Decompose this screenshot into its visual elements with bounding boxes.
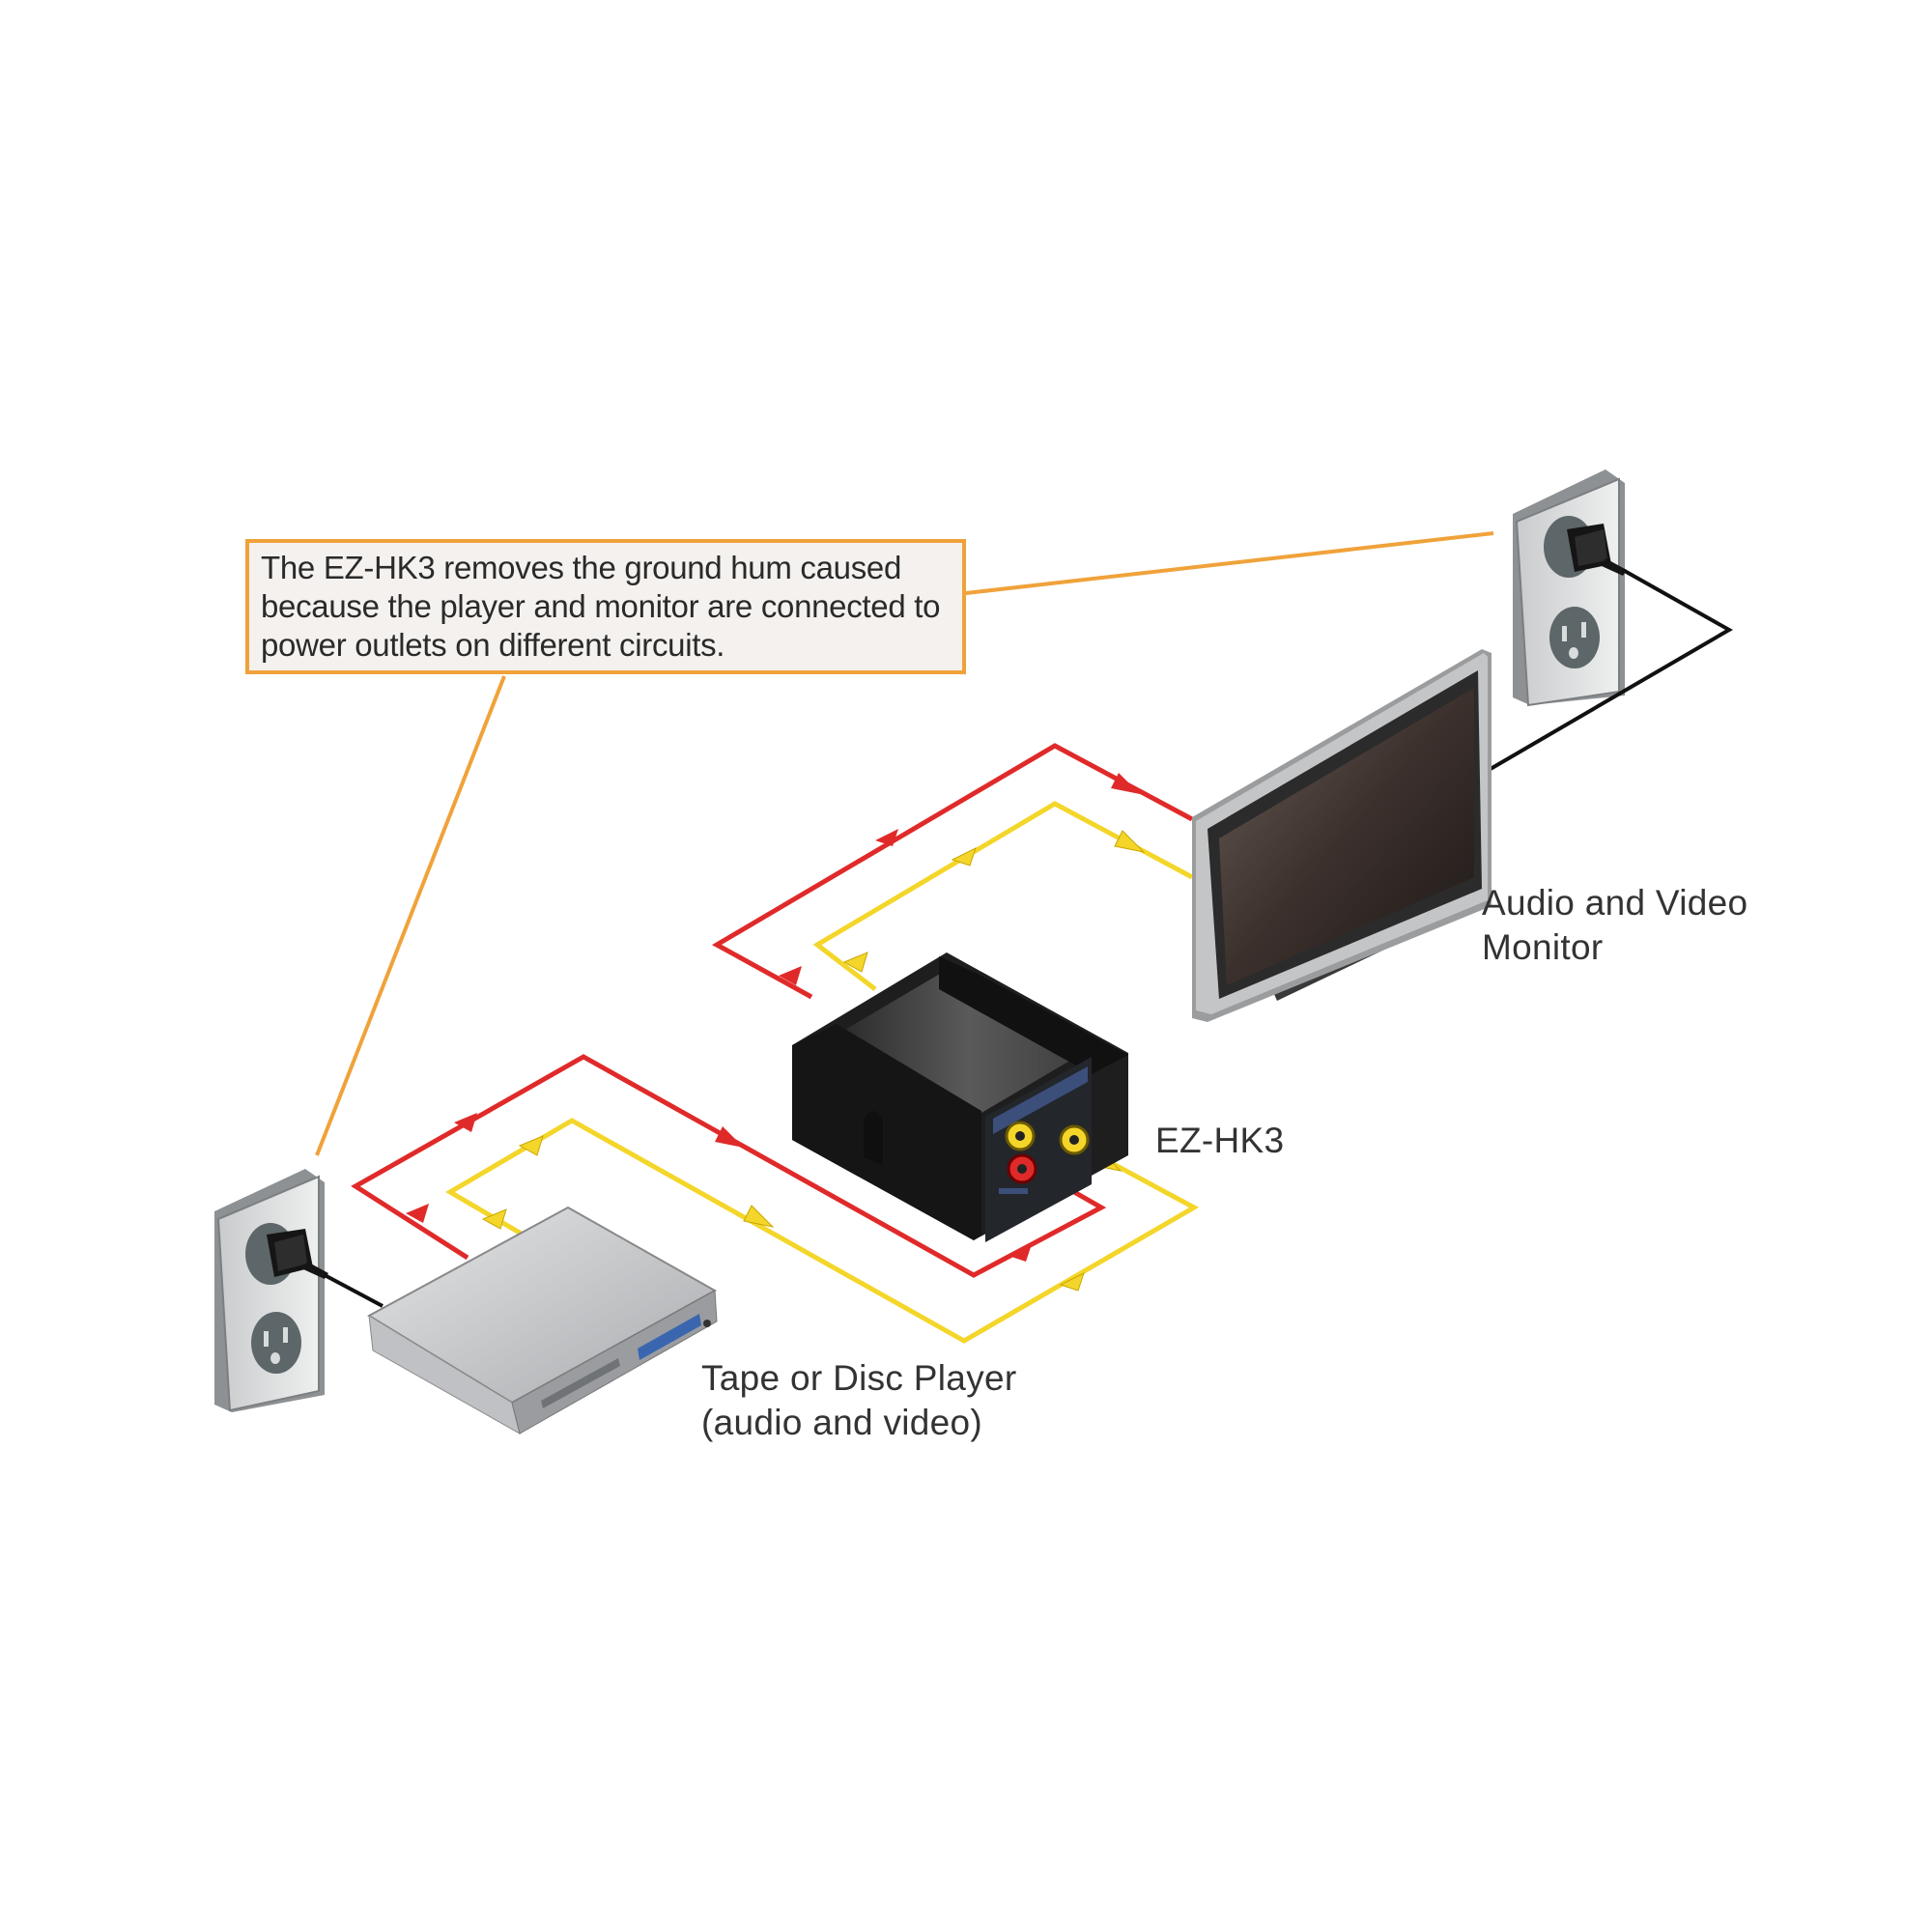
power-outlet-icon	[214, 1169, 325, 1412]
monitor-icon	[1192, 649, 1492, 1022]
callout-line: power outlets on different circuits.	[261, 627, 725, 663]
power-plug-icon	[267, 1229, 328, 1279]
monitor-label-line: Audio and Video	[1482, 883, 1748, 923]
device-label: EZ-HK3	[1155, 1119, 1284, 1163]
power-outlet-icon	[1513, 469, 1625, 707]
video-cable-monitor	[812, 801, 1194, 991]
player-label: Tape or Disc Player (audio and video)	[701, 1356, 1017, 1445]
video-cable-player	[445, 1118, 1200, 1344]
audio-cable-player	[351, 1054, 1107, 1278]
monitor-power-cord	[1482, 568, 1734, 775]
disc-player-icon	[366, 1206, 718, 1435]
device-label-text: EZ-HK3	[1155, 1121, 1285, 1160]
hum-eliminator-icon	[792, 952, 1128, 1242]
monitor-label-line: Monitor	[1482, 927, 1604, 967]
power-plug-icon	[1567, 524, 1627, 576]
player-label-line: (audio and video)	[701, 1403, 983, 1442]
callout-line: The EZ-HK3 removes the ground hum caused	[261, 550, 902, 585]
callout-line: because the player and monitor are conne…	[261, 588, 941, 624]
player-power-cord	[324, 1273, 384, 1308]
monitor-label: Audio and Video Monitor	[1482, 881, 1747, 970]
callout-note: The EZ-HK3 removes the ground hum caused…	[245, 539, 966, 674]
callout-leaders	[315, 531, 1494, 1156]
player-label-line: Tape or Disc Player	[701, 1358, 1017, 1398]
